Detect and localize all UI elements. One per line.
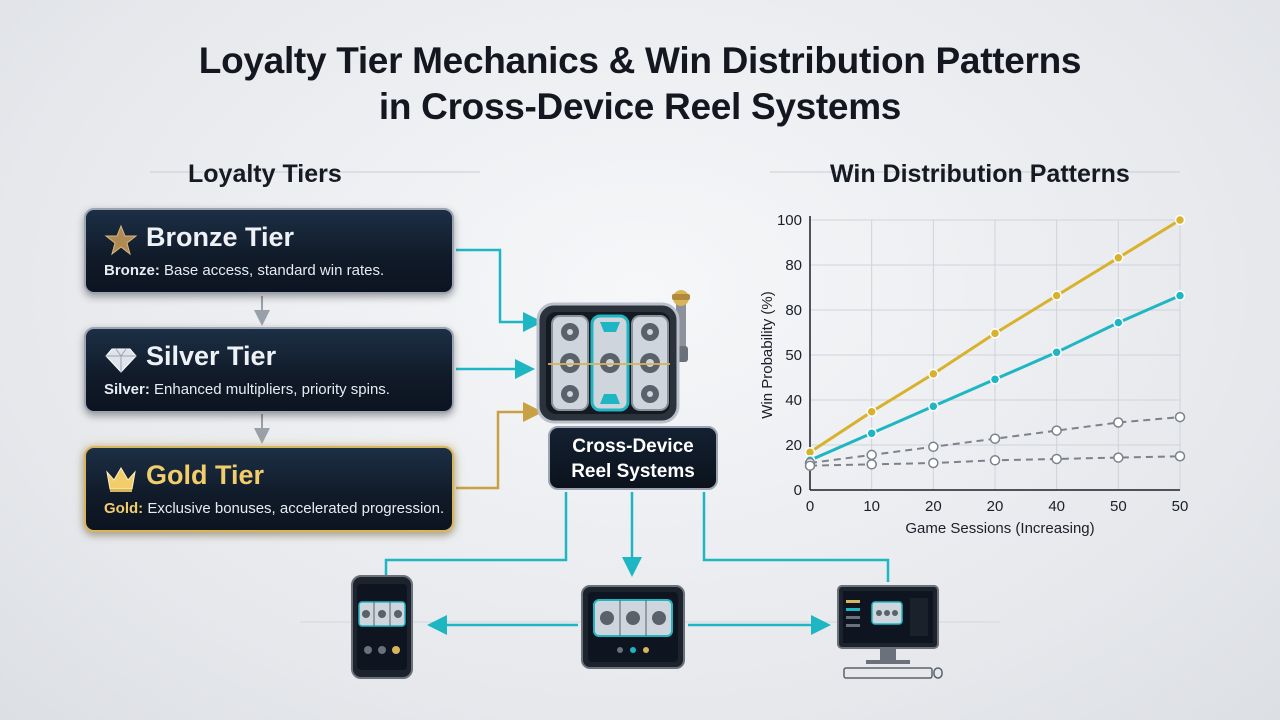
diamond-icon (105, 348, 137, 373)
series-3-point (866, 449, 877, 461)
gold-tier-prefix: Gold: (104, 500, 144, 517)
x-tick-label: 50 (1110, 498, 1127, 515)
reel-label-line-2: Reel Systems (571, 461, 695, 482)
y-tick-label: 40 (785, 392, 802, 409)
bronze-tier-description: Bronze: Base access, standard win rates. (104, 262, 384, 279)
tablet-icon (581, 585, 685, 669)
title-line-2: in Cross-Device Reel Systems (378, 86, 902, 127)
gold-tier-name: Gold Tier (146, 460, 265, 490)
series-3-point (1051, 425, 1062, 436)
y-tick-label: 0 (794, 482, 802, 499)
silver-tier-name: Silver Tier (146, 341, 277, 371)
series-4-point (804, 460, 816, 471)
x-tick-label: 0 (806, 498, 814, 515)
gold-tier-card: Gold Tier Gold: Exclusive bonuses, accel… (84, 446, 454, 532)
gold-tier-description: Gold: Exclusive bonuses, accelerated pro… (104, 500, 444, 517)
x-tick-label: 50 (1172, 498, 1189, 515)
series-1-point (1051, 290, 1062, 301)
slot-machine-icon (536, 290, 690, 424)
x-axis-label: Game Sessions (Increasing) (905, 520, 1094, 537)
y-tick-label: 80 (785, 302, 802, 319)
bronze-tier-desc-text: Base access, standard win rates. (159, 262, 385, 279)
reel-systems-label: Cross-Device Reel Systems (548, 426, 718, 490)
x-tick-label: 10 (863, 498, 880, 515)
x-tick-label: 20 (925, 498, 942, 515)
crown-icon (106, 467, 136, 492)
star-icon (104, 224, 138, 256)
series-4-point (928, 457, 939, 469)
y-tick-label: 50 (785, 347, 802, 364)
series-2-point (989, 374, 1001, 385)
series-1-point (866, 406, 877, 417)
series-3-point (1113, 417, 1124, 428)
series-2-point (928, 401, 939, 412)
page-title: Loyalty Tier Mechanics & Win Distributio… (0, 38, 1280, 130)
x-tick-label: 40 (1048, 498, 1065, 515)
y-tick-label: 20 (785, 437, 802, 454)
y-tick-label: 80 (785, 257, 802, 274)
bronze-tier-prefix: Bronze: (104, 262, 160, 279)
series-4-point (1113, 452, 1124, 463)
silver-tier-description: Silver: Enhanced multipliers, priority s… (104, 381, 390, 398)
x-tick-label: 20 (987, 498, 1004, 515)
series-4-point (1174, 451, 1186, 462)
series-4-point (989, 455, 1001, 466)
series-3-point (928, 441, 939, 453)
silver-tier-card: Silver Tier Silver: Enhanced multipliers… (84, 327, 454, 413)
loyalty-tiers-heading: Loyalty Tiers (188, 160, 342, 188)
series-3-point (989, 433, 1001, 444)
series-4-point (1051, 453, 1062, 465)
title-line-1: Loyalty Tier Mechanics & Win Distributio… (198, 40, 1082, 81)
silver-tier-desc-text: Enhanced multipliers, priority spins. (149, 381, 390, 398)
series-1-point (1113, 252, 1124, 264)
desktop-computer-icon (837, 585, 943, 679)
bronze-tier-card: Bronze Tier Bronze: Base access, standar… (84, 208, 454, 294)
series-1-point (989, 328, 1001, 339)
y-tick-label: 100 (777, 212, 802, 229)
smartphone-icon (351, 575, 413, 679)
series-3-point (1174, 411, 1186, 423)
series-1-point (928, 368, 939, 380)
series-2-point (1113, 317, 1124, 328)
reel-label-line-1: Cross-Device (572, 436, 694, 457)
series-2-point (1051, 347, 1062, 358)
win-distribution-heading: Win Distribution Patterns (830, 160, 1130, 188)
series-1-point (1174, 214, 1186, 226)
gold-tier-desc-text: Exclusive bonuses, accelerated progressi… (143, 500, 445, 517)
silver-tier-prefix: Silver: (104, 381, 150, 398)
series-2-point (1174, 290, 1186, 301)
series-2-point (866, 428, 877, 439)
bronze-tier-name: Bronze Tier (146, 222, 295, 252)
series-4-point (866, 459, 877, 470)
y-axis-label: Win Probability (%) (759, 291, 776, 419)
